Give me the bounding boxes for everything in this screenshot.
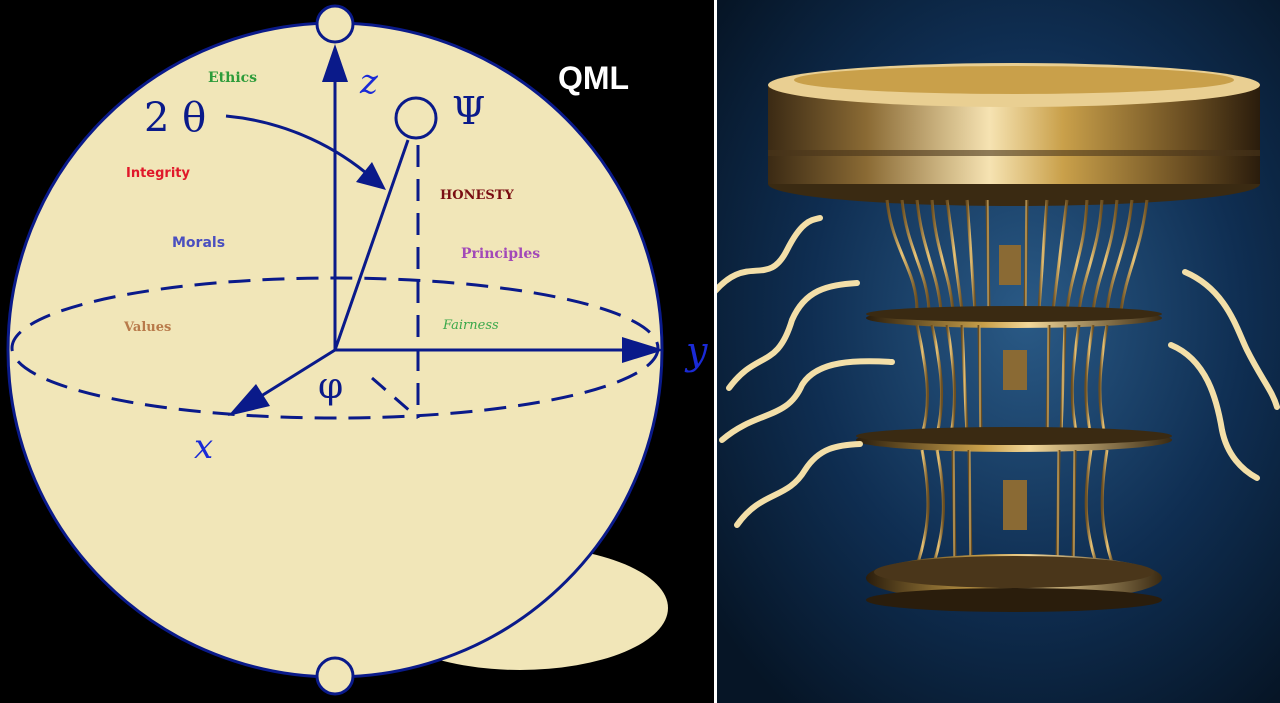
bottom-plate bbox=[866, 554, 1162, 612]
z-axis-label: z bbox=[359, 62, 379, 102]
wave-line-5 bbox=[1182, 269, 1280, 410]
lower-wire-bundle bbox=[915, 449, 1115, 566]
wave-line-3 bbox=[719, 358, 895, 443]
y-axis-label: y bbox=[684, 329, 708, 373]
word-values: Values bbox=[123, 320, 171, 335]
phi-projection-line bbox=[371, 376, 419, 420]
quantum-computer-panel bbox=[717, 0, 1280, 703]
word-fairness: Fairness bbox=[442, 318, 499, 333]
south-pole-point bbox=[315, 656, 355, 696]
wave-line-2 bbox=[726, 280, 860, 391]
word-honesty: HONESTY bbox=[440, 188, 514, 203]
quantum-computer-illustration bbox=[717, 0, 1280, 703]
word-integrity: Integrity bbox=[126, 166, 191, 181]
psi-state-point bbox=[394, 96, 438, 140]
wave-line-6 bbox=[1168, 342, 1260, 481]
wave-line-4 bbox=[734, 441, 863, 528]
lower-component-stack bbox=[1003, 480, 1027, 530]
psi-label: Ψ bbox=[452, 89, 485, 133]
top-cryostat-disc bbox=[768, 63, 1260, 206]
middle-plate-1 bbox=[866, 306, 1162, 328]
x-axis-line bbox=[257, 348, 336, 400]
psi-vector bbox=[333, 139, 410, 351]
theta-label: 2 θ bbox=[144, 95, 206, 141]
middle-wire-bundle bbox=[915, 324, 1109, 436]
upper-wire-bundle bbox=[885, 199, 1149, 311]
phi-label: φ bbox=[318, 366, 343, 407]
x-axis-arrowhead bbox=[228, 384, 270, 416]
wave-line-1 bbox=[717, 215, 823, 294]
upper-component-stack bbox=[999, 245, 1021, 285]
word-morals: Morals bbox=[172, 235, 225, 251]
x-axis-label: x bbox=[194, 427, 213, 467]
word-principles: Principles bbox=[461, 246, 540, 262]
wave-lines bbox=[717, 215, 1280, 528]
y-axis-arrowhead bbox=[622, 337, 664, 363]
middle-plate-2 bbox=[856, 427, 1172, 452]
bloch-sphere-diagram: z x y 2 θ Ψ φ Ethics Integrity HONESTY M… bbox=[6, 4, 708, 696]
bloch-sphere-panel: z x y 2 θ Ψ φ Ethics Integrity HONESTY M… bbox=[6, 4, 708, 696]
north-pole-point bbox=[315, 4, 355, 44]
z-axis-arrowhead bbox=[322, 44, 348, 82]
qml-title: QML bbox=[558, 60, 629, 96]
panel-divider bbox=[714, 0, 717, 703]
theta-arrowhead bbox=[356, 162, 386, 190]
word-ethics: Ethics bbox=[208, 70, 257, 86]
middle-component-stack bbox=[1003, 350, 1027, 390]
theta-arc bbox=[225, 114, 373, 180]
